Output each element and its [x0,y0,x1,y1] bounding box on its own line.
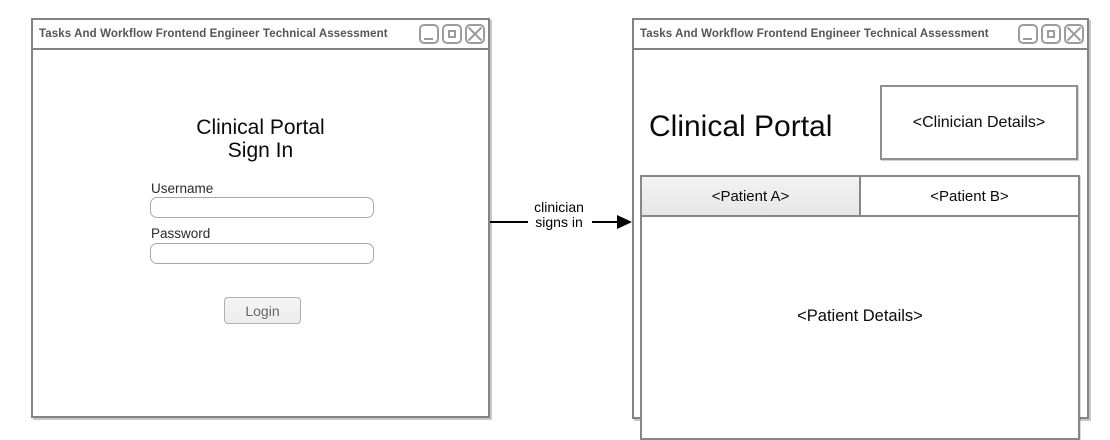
minimize-button[interactable] [1018,24,1038,44]
portal-window-titlebar: Tasks And Workflow Frontend Engineer Tec… [634,20,1087,50]
close-icon [467,26,483,42]
close-button[interactable] [465,24,485,44]
password-label: Password [151,226,211,241]
portal-window: Tasks And Workflow Frontend Engineer Tec… [632,18,1089,440]
minimize-icon [1023,38,1032,40]
flow-arrow-label: clinician signs in [524,200,594,230]
close-icon [1066,26,1082,42]
login-window-body: Clinical Portal Sign In Username Passwor… [33,50,488,416]
password-input[interactable] [150,243,374,264]
login-window: Tasks And Workflow Frontend Engineer Tec… [31,18,490,418]
flow-arrow-label-line2: signs in [535,214,583,230]
window-controls [419,24,485,44]
login-window-titlebar: Tasks And Workflow Frontend Engineer Tec… [33,20,488,50]
clinician-details-box: <Clinician Details> [880,85,1078,160]
flow-arrow-head [617,215,632,229]
minimize-icon [424,38,433,40]
maximize-button[interactable] [1041,24,1061,44]
window-title: Tasks And Workflow Frontend Engineer Tec… [640,28,989,40]
maximize-button[interactable] [442,24,462,44]
patient-details-placeholder: <Patient Details> [797,307,923,325]
portal-heading: Clinical Portal [649,110,833,143]
flow-arrow-line-left [490,221,528,223]
flow-arrow-line-right [592,221,618,223]
portal-window-body: Clinical Portal <Clinician Details> <Pat… [634,50,1087,440]
login-heading-line2: Sign In [227,139,294,162]
patient-tabs-container: <Patient A> <Patient B> <Patient Details… [640,175,1080,440]
flow-arrow-label-line1: clinician [534,199,584,215]
maximize-icon [1047,30,1055,38]
close-button[interactable] [1064,24,1084,44]
patient-tab-bar: <Patient A> <Patient B> [642,177,1078,217]
window-controls [1018,24,1084,44]
window-title: Tasks And Workflow Frontend Engineer Tec… [39,28,388,40]
minimize-button[interactable] [419,24,439,44]
clinician-details-placeholder: <Clinician Details> [912,113,1046,131]
patient-details-panel: <Patient Details> [642,217,1078,438]
login-heading: Clinical Portal Sign In [33,116,488,162]
tab-patient-b[interactable]: <Patient B> [861,177,1078,215]
login-button[interactable]: Login [224,297,301,324]
tab-patient-a[interactable]: <Patient A> [642,177,861,215]
maximize-icon [448,30,456,38]
login-heading-line1: Clinical Portal [196,116,325,139]
username-input[interactable] [150,197,374,218]
username-label: Username [151,181,214,196]
